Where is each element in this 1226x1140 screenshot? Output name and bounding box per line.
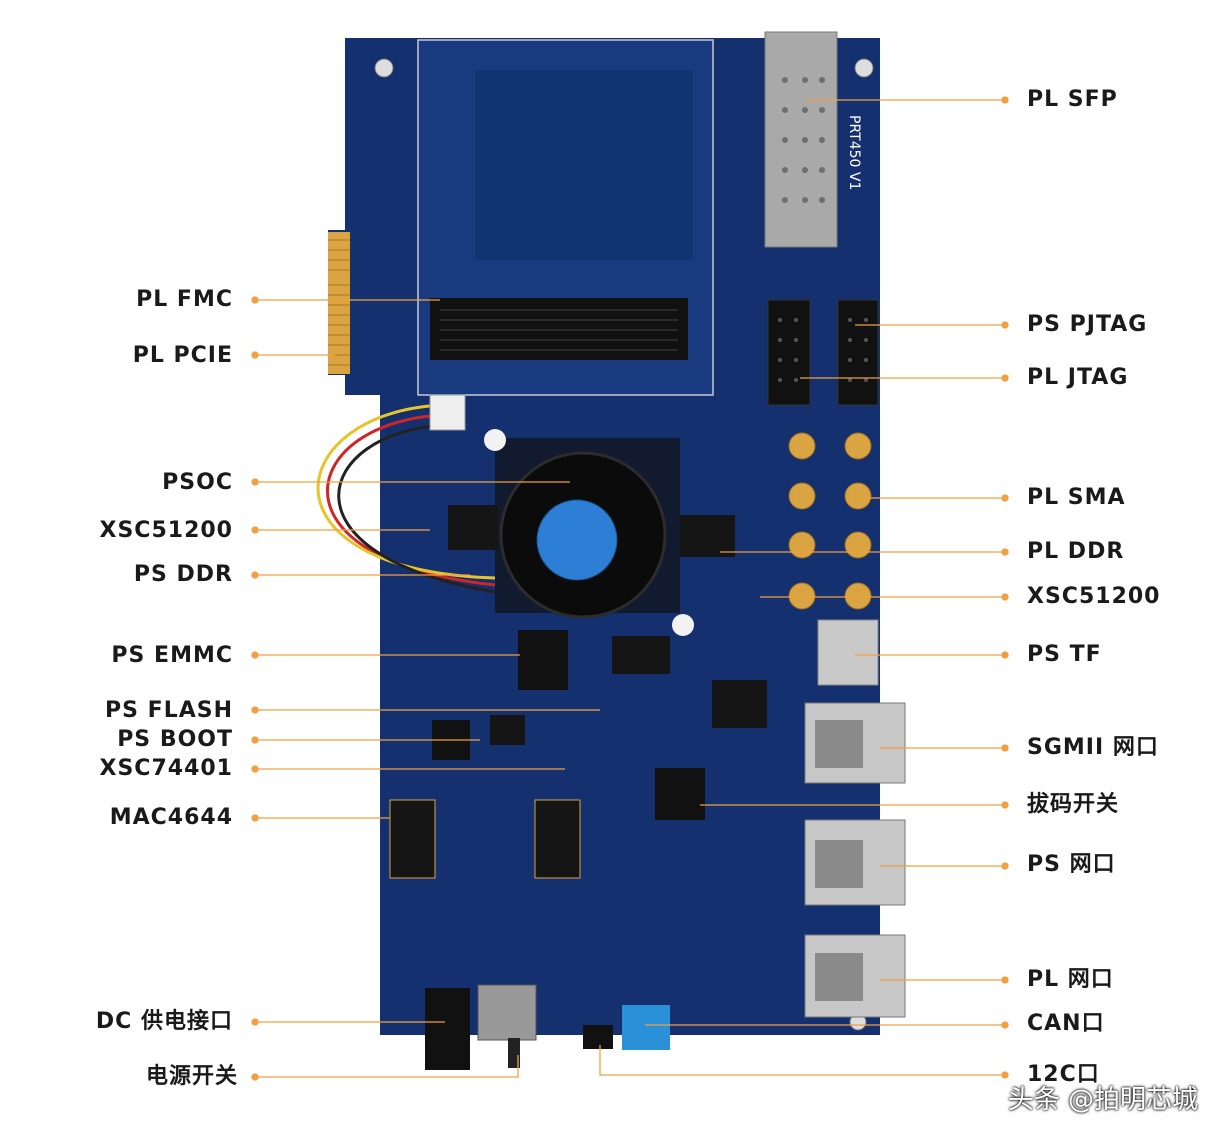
label-pl-sma: PL SMA <box>1027 485 1126 510</box>
dip-switch-block <box>655 768 705 820</box>
label-pl-port: PL 网口 <box>1027 967 1114 992</box>
leaders-right <box>599 96 1009 1079</box>
label-ps-port: PS 网口 <box>1027 852 1116 877</box>
label-mac4644: MAC4644 <box>109 805 233 830</box>
label-xsc51200-right: XSC51200 <box>1027 584 1161 609</box>
xsc-chip-mid <box>612 636 670 674</box>
label-pl-fmc: PL FMC <box>136 287 233 312</box>
label-dip-switch: 拔码开关 <box>1027 792 1120 817</box>
label-ps-tf: PS TF <box>1027 642 1102 667</box>
ps-ddr-chip <box>448 505 498 550</box>
power-switch-body <box>477 984 537 1041</box>
label-ps-pjtag: PS PJTAG <box>1027 312 1148 337</box>
tf-slot <box>817 619 879 686</box>
label-ps-boot: PS BOOT <box>117 727 233 752</box>
label-xsc51200-left: XSC51200 <box>99 518 233 543</box>
jtag-pins <box>778 318 868 382</box>
label-pl-jtag: PL JTAG <box>1027 365 1129 390</box>
label-ps-flash: PS FLASH <box>105 698 233 723</box>
label-psoc: PSOC <box>162 470 233 495</box>
label-can-port: CAN口 <box>1027 1011 1105 1036</box>
label-dc-power: DC 供电接口 <box>95 1009 233 1034</box>
fan-mount <box>484 429 506 451</box>
flash-chip <box>490 715 525 745</box>
label-ps-emmc: PS EMMC <box>111 643 233 668</box>
fmc-connector-pins <box>440 309 678 351</box>
sfp-cage <box>764 31 838 248</box>
dc-jack <box>425 988 470 1070</box>
fmc-keepout <box>475 70 693 260</box>
label-xsc74401: XSC74401 <box>99 756 233 781</box>
fan-mount <box>672 614 694 636</box>
label-sgmii-port: SGMII 网口 <box>1027 735 1159 760</box>
can-terminal <box>622 1005 670 1050</box>
label-pl-pcie: PL PCIE <box>132 343 233 368</box>
label-pl-ddr: PL DDR <box>1027 539 1125 564</box>
fan-hub <box>536 499 618 581</box>
pcie-gold-fingers <box>328 232 350 374</box>
power-switch-lever <box>508 1038 520 1068</box>
sfp-holes <box>782 77 825 203</box>
mount-hole <box>854 58 874 78</box>
big-ic <box>712 680 767 728</box>
i2c-header <box>583 1025 613 1049</box>
mount-hole <box>374 58 394 78</box>
fan-wire-yellow <box>316 403 496 580</box>
label-i2c-port: 12C口 <box>1027 1062 1100 1087</box>
fan-connector <box>429 394 466 431</box>
fan-wire-black <box>337 423 496 594</box>
mac4644-left <box>389 799 436 879</box>
fmc-connector <box>430 298 688 360</box>
emmc-chip <box>518 630 568 690</box>
watermark-text: 头条 @拍明芯城 <box>1007 1085 1198 1115</box>
label-ps-ddr: PS DDR <box>133 562 233 587</box>
leaders-left <box>251 296 600 1081</box>
label-pl-sfp: PL SFP <box>1027 87 1118 112</box>
label-power-switch: 电源开关 <box>145 1064 238 1089</box>
mac4644-right <box>534 799 581 879</box>
pl-jtag-header <box>767 299 811 406</box>
ps-pjtag-header <box>837 299 879 406</box>
psoc-chip <box>680 515 735 557</box>
board-silkscreen: PRT450 V1 <box>846 115 862 190</box>
